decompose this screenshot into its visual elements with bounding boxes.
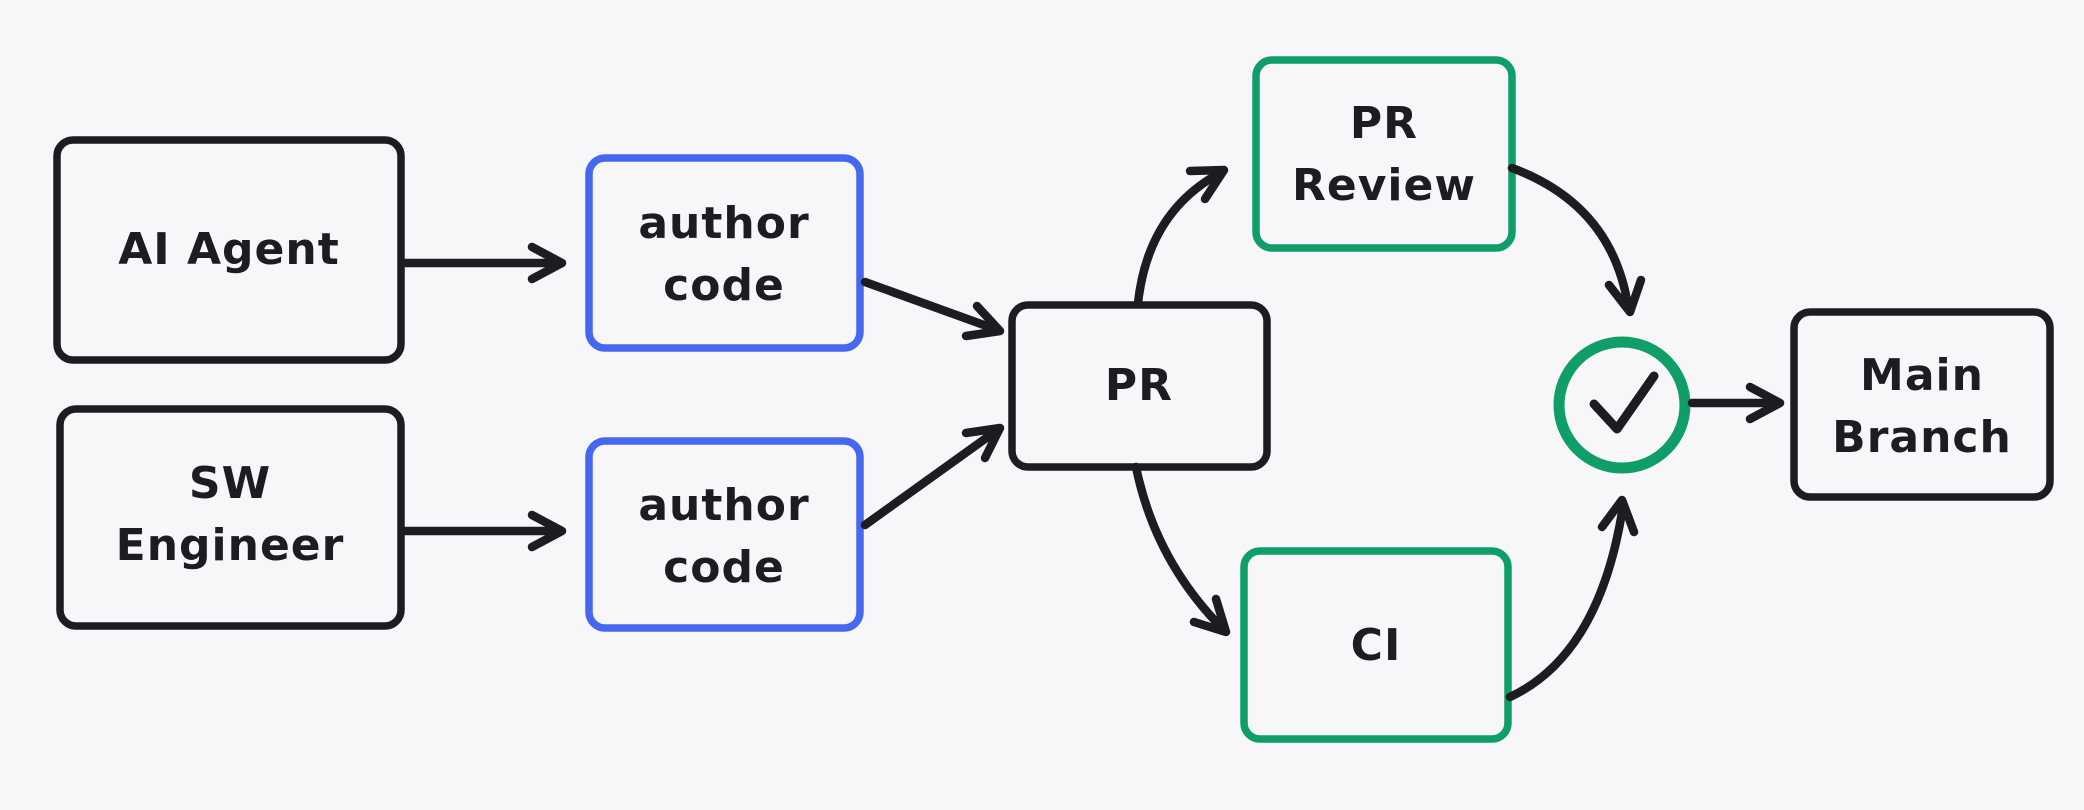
arrowhead-icon <box>1604 275 1646 317</box>
node-ai-agent[interactable]: AI Agent <box>53 136 405 364</box>
node-approval[interactable] <box>1553 336 1691 474</box>
ci-label: CI <box>1351 620 1402 671</box>
author-code-top-box[interactable] <box>585 154 864 352</box>
edge-ai-agent-to-author-code <box>400 242 567 284</box>
arrowhead-icon <box>1189 594 1231 637</box>
arrowhead-icon <box>1185 165 1229 204</box>
ci-box[interactable] <box>1240 547 1512 743</box>
sw-engineer-label-line1: SW <box>189 458 271 509</box>
edge-author-code-top-to-pr <box>860 277 1005 341</box>
node-sw-engineer[interactable]: SW Engineer <box>56 405 405 630</box>
check-icon <box>1589 371 1659 434</box>
main-branch-box[interactable] <box>1790 308 2054 501</box>
edge-approval-to-main-branch <box>1687 382 1785 424</box>
ai-agent-label: AI Agent <box>118 224 340 275</box>
pr-label: PR <box>1105 360 1173 411</box>
main-branch-label-line2: Branch <box>1832 412 2012 463</box>
edge-sw-engineer-to-author-code <box>400 510 567 552</box>
arrowhead-icon <box>527 510 567 552</box>
sw-engineer-label-line2: Engineer <box>116 520 345 571</box>
author-code-top-label-line2: code <box>663 260 785 311</box>
author-code-top-label-line1: author <box>638 198 809 249</box>
arrowhead-icon <box>527 242 567 284</box>
edge-pr-to-ci <box>1131 462 1231 637</box>
author-code-bottom-label-line2: code <box>663 542 785 593</box>
node-author-code-top[interactable]: author code <box>585 154 864 352</box>
arrowhead-icon <box>1597 495 1639 537</box>
node-main-branch[interactable]: Main Branch <box>1790 308 2054 501</box>
pr-review-label-line1: PR <box>1350 98 1418 149</box>
author-code-bottom-box[interactable] <box>585 437 864 632</box>
main-branch-label-line1: Main <box>1860 350 1984 401</box>
sw-engineer-box[interactable] <box>56 405 405 630</box>
pr-review-box[interactable] <box>1252 56 1516 252</box>
approval-circle[interactable] <box>1553 336 1691 474</box>
ai-agent-box[interactable] <box>53 136 405 364</box>
edge-pr-to-pr-review <box>1133 165 1229 308</box>
node-ci[interactable]: CI <box>1240 547 1512 743</box>
node-pr[interactable]: PR <box>1008 301 1271 471</box>
node-pr-review[interactable]: PR Review <box>1252 56 1516 252</box>
arrowhead-icon <box>1745 382 1785 424</box>
edge-ci-to-approval <box>1505 495 1639 702</box>
pr-review-label-line2: Review <box>1292 160 1476 211</box>
node-author-code-bottom[interactable]: author code <box>585 437 864 632</box>
arrowhead-icon <box>961 423 1005 463</box>
arrowhead-icon <box>961 301 1005 341</box>
author-code-bottom-label-line1: author <box>638 480 809 531</box>
edge-author-code-bottom-to-pr <box>860 423 1005 530</box>
edge-pr-review-to-approval <box>1507 163 1646 317</box>
